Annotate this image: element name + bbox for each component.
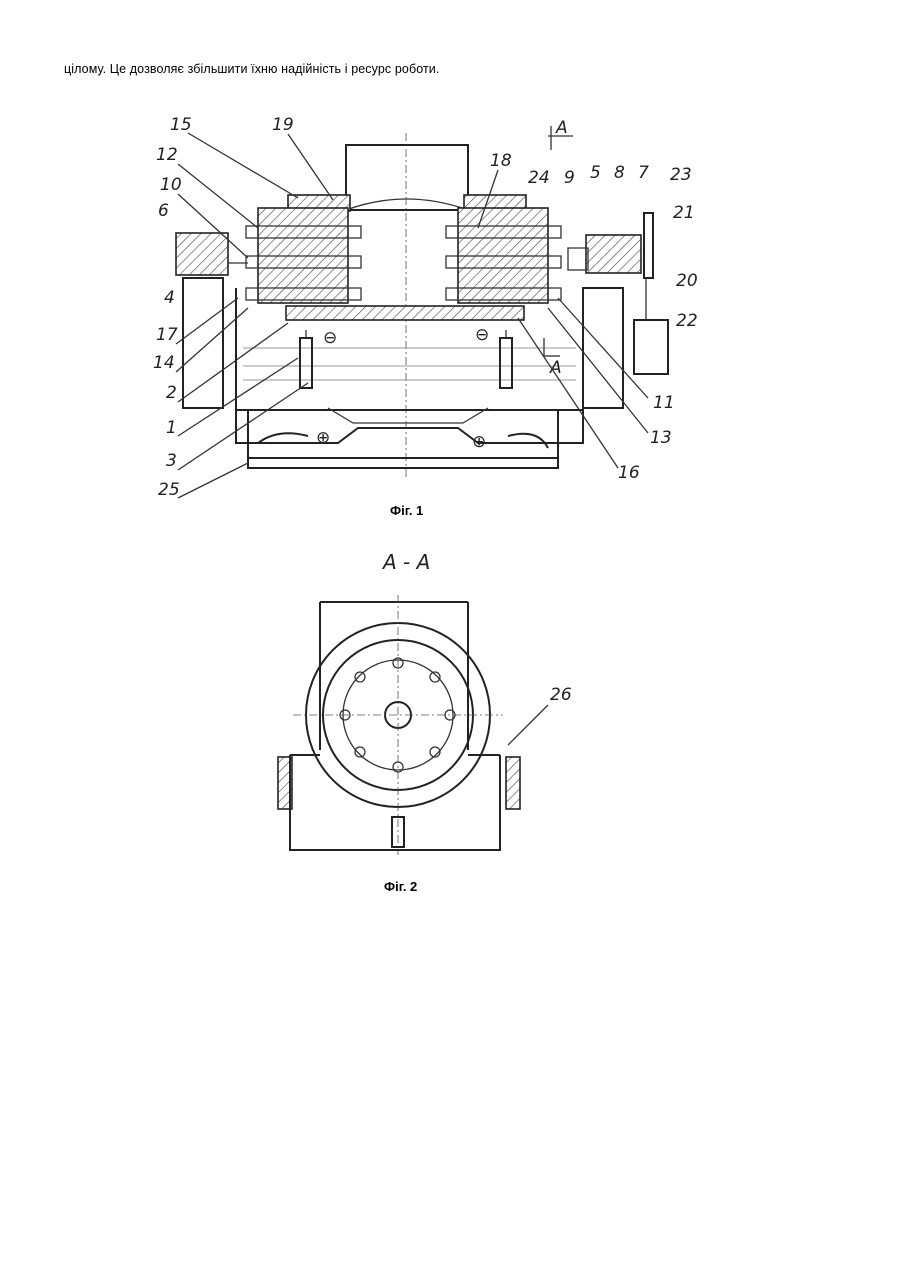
label-4: 4 bbox=[164, 288, 175, 308]
label-24: 24 bbox=[528, 168, 550, 188]
label-14: 14 bbox=[153, 353, 175, 373]
label-5: 5 bbox=[590, 163, 601, 183]
label-10: 10 bbox=[160, 175, 182, 195]
label-8: 8 bbox=[614, 163, 625, 183]
label-11: 11 bbox=[653, 393, 675, 413]
label-15: 15 bbox=[170, 115, 192, 135]
label-20: 20 bbox=[676, 271, 698, 291]
figure-2-caption: Фіг. 2 bbox=[384, 879, 417, 894]
section-title: А - А bbox=[381, 550, 430, 574]
figure-1-caption: Фіг. 1 bbox=[390, 503, 423, 518]
label-23: 23 bbox=[670, 165, 692, 185]
label-25: 25 bbox=[158, 480, 180, 500]
label-1: 1 bbox=[166, 418, 177, 438]
label-26: 26 bbox=[550, 685, 572, 705]
label-3: 3 bbox=[166, 451, 177, 471]
label-18: 18 bbox=[490, 151, 512, 171]
label-19: 19 bbox=[272, 115, 294, 135]
figure-1-drawing: A A ⊖ ⊖ ⊕ ⊕ 15 12 10 6 4 17 14 2 1 3 25 … bbox=[148, 98, 718, 528]
polarity-plus-right: ⊕ bbox=[472, 432, 486, 452]
figure-2-drawing: А - А 26 bbox=[268, 545, 593, 905]
polarity-minus-right: ⊖ bbox=[475, 325, 489, 345]
label-16: 16 bbox=[618, 463, 640, 483]
intro-text: цілому. Це дозволяє збільшити їхню надій… bbox=[64, 62, 439, 76]
label-7: 7 bbox=[638, 163, 649, 183]
polarity-plus-left: ⊕ bbox=[316, 428, 330, 448]
label-9: 9 bbox=[564, 168, 575, 188]
label-2: 2 bbox=[166, 383, 177, 403]
label-6: 6 bbox=[158, 201, 169, 221]
polarity-minus-left: ⊖ bbox=[323, 328, 337, 348]
label-13: 13 bbox=[650, 428, 672, 448]
label-17: 17 bbox=[156, 325, 178, 345]
label-22: 22 bbox=[676, 311, 698, 331]
section-mark-a-top: A bbox=[555, 118, 568, 138]
label-12: 12 bbox=[156, 145, 178, 165]
label-21: 21 bbox=[673, 203, 695, 223]
